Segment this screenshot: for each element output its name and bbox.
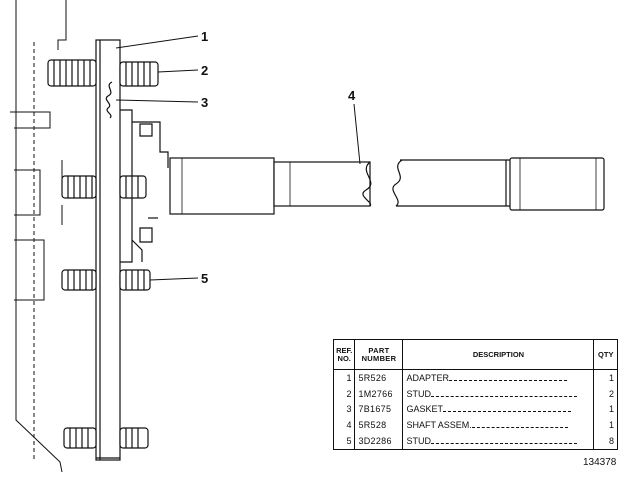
callout-1: 1	[201, 29, 208, 44]
cell-qty: 2	[593, 385, 618, 402]
cell-ref: 3	[332, 401, 356, 418]
stud-lower	[61, 269, 151, 291]
cell-part-number: 3D2286	[354, 433, 404, 451]
parts-list-table: REF. NO. PART NUMBER DESCRIPTION QTY 1 5…	[332, 339, 618, 451]
description-text: GASKET	[406, 404, 443, 415]
leader-lines	[115, 35, 361, 281]
cell-qty: 1	[593, 369, 618, 386]
cell-description: SHAFT ASSEM.	[402, 417, 595, 434]
dot-leader	[471, 427, 568, 429]
callout-3: 3	[201, 95, 208, 110]
description-text: ADAPTER	[406, 372, 449, 383]
table-header-row: REF. NO. PART NUMBER DESCRIPTION QTY	[332, 339, 618, 370]
cell-description: STUD	[402, 385, 595, 402]
header-qty: QTY	[593, 339, 618, 370]
gasket	[105, 81, 113, 119]
header-description: DESCRIPTION	[402, 339, 595, 370]
description-text: SHAFT ASSEM.	[406, 420, 472, 431]
cell-description: GASKET	[402, 401, 595, 418]
stud-bottom	[63, 427, 149, 449]
description-text: STUD	[406, 388, 431, 399]
stud-middle	[61, 175, 147, 199]
table-row: 2 1M2766 STUD 2	[332, 385, 618, 402]
cell-part-number: 7B1675	[354, 401, 404, 418]
shaft-right	[392, 157, 605, 211]
table-row: 4 5R528 SHAFT ASSEM. 1	[332, 417, 618, 434]
stud-top	[47, 59, 159, 87]
table-row: 5 3D2286 STUD 8	[332, 433, 618, 451]
description-text: STUD	[406, 436, 431, 447]
header-part-line2: NUMBER	[361, 353, 397, 363]
callout-4: 4	[348, 88, 356, 103]
header-ref-no: REF. NO.	[332, 339, 356, 370]
dot-leader	[442, 411, 571, 413]
dot-leader	[430, 395, 577, 397]
header-ref-line1: REF.	[336, 345, 353, 355]
housing-outline	[10, 0, 70, 473]
cell-part-number: 5R526	[354, 369, 404, 386]
cell-qty: 8	[593, 433, 618, 451]
callout-2: 2	[201, 63, 208, 78]
dot-leader	[430, 443, 577, 445]
cell-ref: 4	[332, 417, 356, 434]
cell-qty: 1	[593, 401, 618, 418]
table-row: 1 5R526 ADAPTER 1	[332, 369, 618, 386]
header-ref-line2: NO.	[337, 353, 351, 363]
adapter-plate	[95, 39, 121, 461]
cell-ref: 1	[332, 369, 356, 386]
cell-part-number: 1M2766	[354, 385, 404, 402]
cell-qty: 1	[593, 417, 618, 434]
shaft-left	[169, 157, 372, 215]
callout-5: 5	[201, 271, 208, 286]
cell-description: STUD	[402, 433, 595, 451]
dot-leader	[448, 379, 567, 381]
header-part-line1: PART	[368, 345, 390, 355]
cell-ref: 5	[332, 433, 356, 451]
header-part-number: PART NUMBER	[354, 339, 404, 370]
table-row: 3 7B1675 GASKET 1	[332, 401, 618, 418]
cell-ref: 2	[332, 385, 356, 402]
cell-part-number: 5R528	[354, 417, 404, 434]
cell-description: ADAPTER	[402, 369, 595, 386]
drawing-number: 134378	[583, 457, 617, 468]
